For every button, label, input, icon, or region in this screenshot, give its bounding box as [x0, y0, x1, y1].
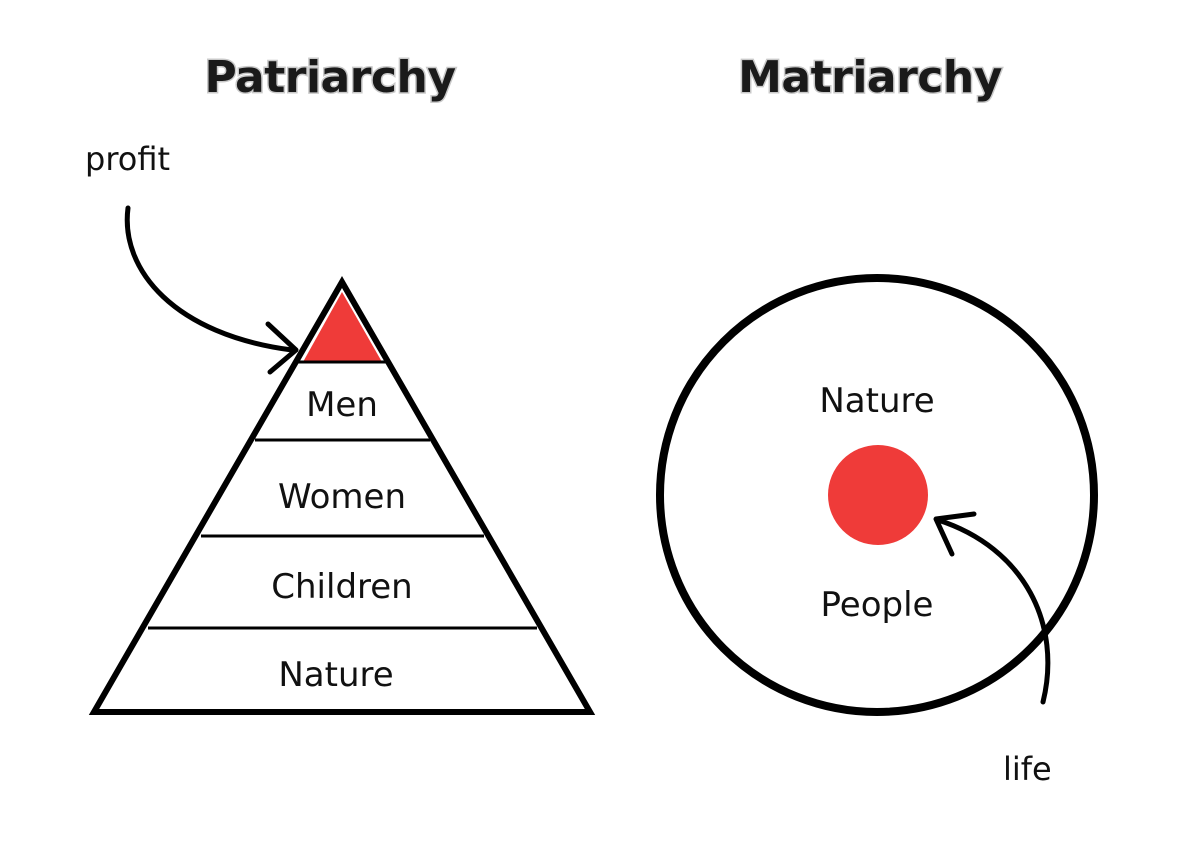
matriarchy-title: Matriarchy — [738, 52, 1002, 103]
profit-arrowhead-icon — [265, 321, 299, 375]
circle-diagram: Nature People life — [656, 274, 1098, 788]
pyramid-outline — [88, 275, 596, 715]
profit-arrow-icon — [124, 205, 295, 353]
pyramid-level-nature: Nature — [278, 655, 393, 695]
profit-label: profit — [85, 140, 170, 178]
circle-outer-label: Nature — [819, 381, 934, 421]
patriarchy-title: Patriarchy — [204, 52, 455, 103]
pyramid-diagram: Men Women Children Nature profit — [85, 140, 596, 715]
life-label: life — [1003, 750, 1052, 788]
pyramid-level-children: Children — [271, 567, 412, 607]
life-arrow-icon — [935, 517, 1051, 705]
pyramid-level-men: Men — [306, 385, 378, 425]
people-core — [828, 445, 928, 545]
pyramid-apex-profit — [303, 292, 382, 362]
circle-inner-label: People — [821, 585, 934, 625]
nature-circle — [656, 274, 1098, 716]
life-arrowhead-icon — [933, 511, 977, 557]
pyramid-level-women: Women — [278, 477, 406, 517]
